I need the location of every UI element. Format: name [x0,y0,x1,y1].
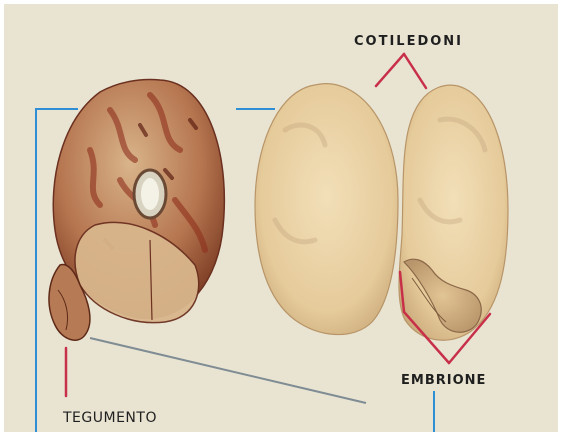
label-cotyledons: COTILEDONI [354,34,463,49]
cotyledon-right [399,85,508,340]
pointer-cotyledons-left [376,54,404,86]
needle-pointer [90,338,366,403]
pointer-cotyledons-right [404,54,426,88]
hilum-center [141,178,159,210]
label-seed-coat: TEGUMENTO [63,410,157,426]
label-embryo: EMBRIONE [401,373,486,388]
whole-seed [49,80,224,341]
cotyledon-left [255,84,398,335]
cotyledon-left-shape [255,84,398,335]
